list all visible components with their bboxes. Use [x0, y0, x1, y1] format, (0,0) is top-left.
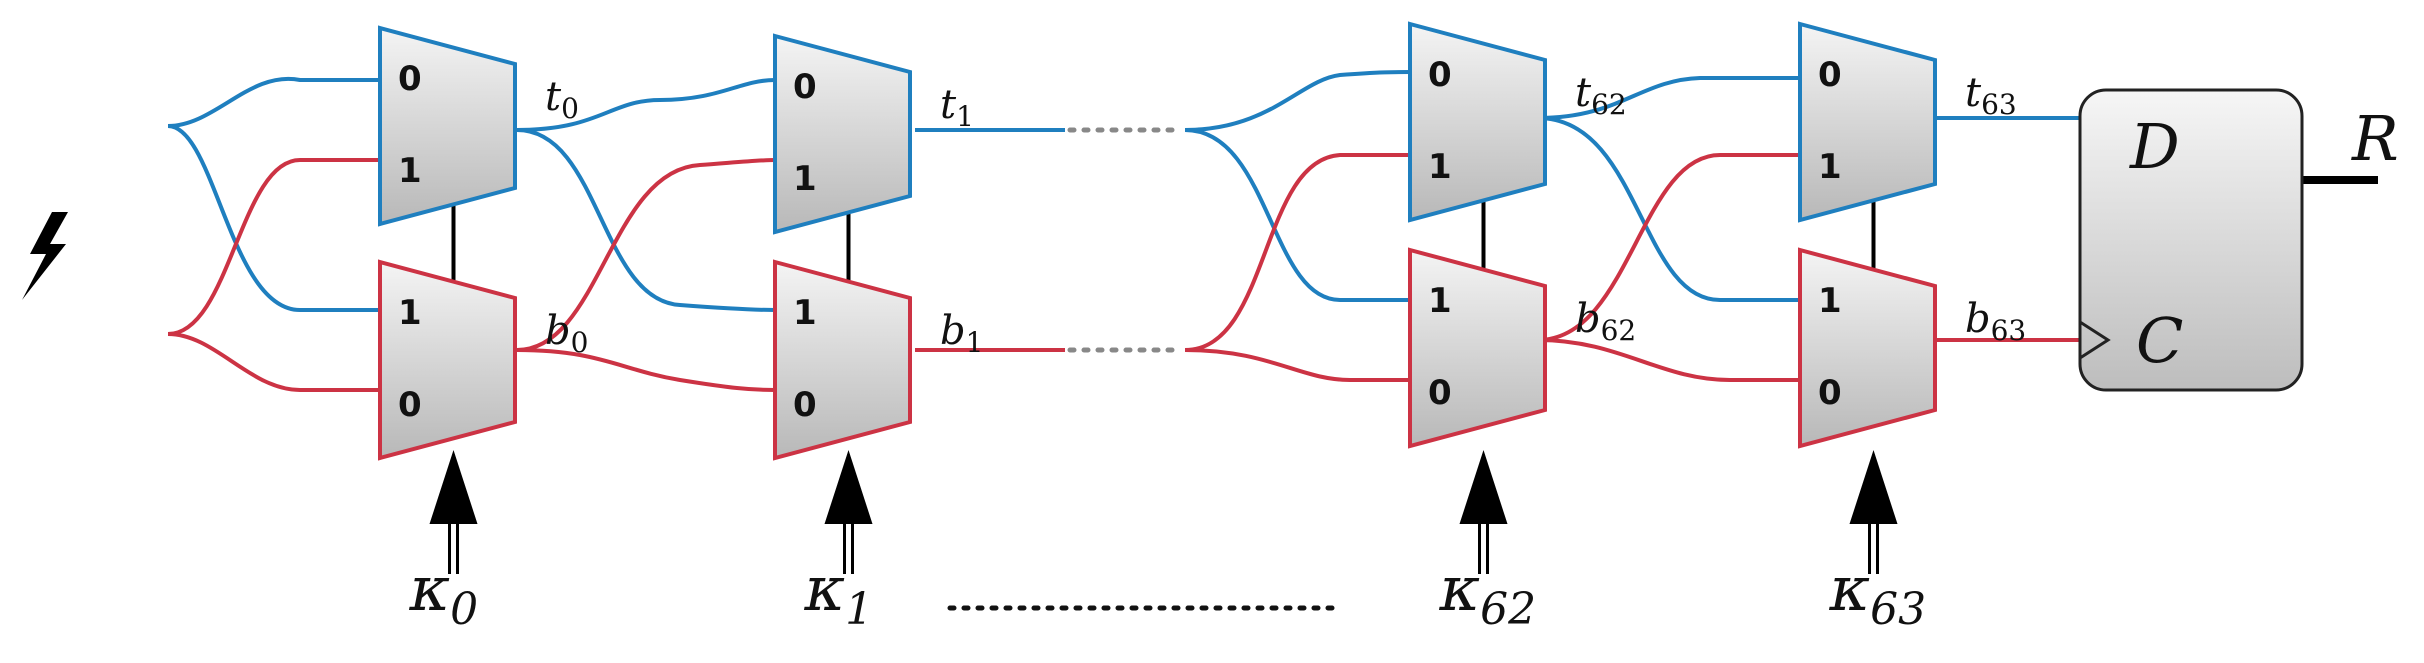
bottom-output-label-subscript: 0	[571, 326, 589, 359]
mux-input-label-lower: 1	[398, 151, 422, 191]
top-output-label: t1	[940, 82, 974, 133]
challenge-label-subscript: 1	[845, 584, 873, 635]
challenge-label-symbol: κ	[1439, 552, 1481, 625]
challenge-label: κ63	[1829, 552, 1927, 635]
challenge-arrow-icon	[1849, 450, 1898, 524]
top-output-label-symbol: t	[545, 74, 562, 120]
challenge-label-symbol: κ	[409, 552, 451, 625]
challenge-arrow-icon	[1459, 450, 1508, 524]
challenge-arrow-icon	[429, 450, 478, 524]
bottom-output-label-symbol: b	[545, 308, 571, 354]
bottom-output-label: b63	[1965, 296, 2026, 347]
challenge-label: κ62	[1439, 552, 1537, 635]
mux-input-label-upper: 0	[1818, 55, 1842, 95]
input-wire-top-cross	[167, 124, 380, 312]
challenge-arrow-icon	[824, 450, 873, 524]
bottom-output-label-symbol: b	[940, 308, 966, 354]
wire-in62-cross	[1184, 128, 1410, 302]
wire-in62-bottom	[1184, 348, 1410, 382]
top-output-label: t63	[1965, 70, 2017, 121]
top-output-label-subscript: 0	[561, 92, 579, 125]
top-output-label-subscript: 62	[1591, 88, 1627, 121]
bottom-mux: 10	[1798, 247, 1937, 449]
top-output-label: t62	[1575, 70, 1627, 121]
input-wire-bottom-cross	[167, 158, 380, 336]
challenge-label: κ1	[804, 552, 874, 635]
top-output-label: t0	[545, 74, 579, 125]
bottom-mux: 10	[773, 259, 912, 461]
clock-triangle-icon	[2078, 319, 2111, 361]
challenge-label-symbol: κ	[1829, 552, 1871, 625]
wire-in62-cross-red	[1184, 153, 1410, 352]
challenge-label-subscript: 62	[1480, 584, 1536, 635]
ff-data-label: D	[2129, 110, 2180, 183]
challenge-label-subscript: 0	[450, 584, 478, 635]
wire-b62-cross	[1537, 153, 1800, 342]
top-mux: 01	[1408, 21, 1547, 223]
wire-b0-cross	[516, 158, 776, 352]
top-output-label-subscript: 1	[956, 100, 974, 133]
top-mux: 01	[773, 33, 912, 235]
bottom-output-label-symbol: b	[1575, 296, 1601, 342]
bottom-output-label-subscript: 63	[1991, 314, 2027, 347]
bottom-output-label: b62	[1575, 296, 1636, 347]
wire-t0-top	[516, 78, 776, 132]
challenge-label-symbol: κ	[804, 552, 846, 625]
wire-t62-top	[1537, 76, 1800, 120]
input-wire-bottom	[167, 332, 380, 392]
mux-input-label-upper: 1	[1428, 281, 1452, 321]
mux-input-label-lower: 0	[398, 385, 422, 425]
ff-clock-label: C	[2136, 304, 2183, 377]
mux-input-label-lower: 1	[793, 159, 817, 199]
mux-input-label-lower: 1	[1428, 147, 1452, 187]
top-output-label-subscript: 63	[1981, 88, 2017, 121]
bottom-output-label-symbol: b	[1965, 296, 1991, 342]
bottom-output-label: b1	[940, 308, 983, 359]
wire-b62-bottom	[1537, 338, 1800, 382]
input-wire-top	[167, 76, 380, 128]
mux-input-label-lower: 0	[1428, 373, 1452, 413]
mux-input-label-upper: 1	[1818, 281, 1842, 321]
mux-input-label-lower: 1	[1818, 147, 1842, 187]
bottom-output-label-subscript: 62	[1601, 314, 1637, 347]
wire-b0-bottom	[516, 348, 776, 392]
bottom-output-label-subscript: 1	[966, 326, 984, 359]
challenge-label-subscript: 63	[1870, 584, 1926, 635]
wire-t0-cross	[516, 128, 776, 312]
mux-input-label-lower: 0	[793, 385, 817, 425]
output-label-r: R	[2351, 102, 2399, 175]
mux-input-label-upper: 1	[793, 293, 817, 333]
bottom-mux: 10	[378, 259, 517, 461]
challenge-label: κ0	[409, 552, 479, 635]
top-mux: 01	[378, 25, 517, 227]
mux-input-label-upper: 0	[793, 67, 817, 107]
bottom-mux: 10	[1408, 247, 1547, 449]
mux-input-label-upper: 0	[1428, 55, 1452, 95]
mux-input-label-upper: 1	[398, 293, 422, 333]
wire-in62-top	[1184, 70, 1411, 132]
mux-input-label-upper: 0	[398, 59, 422, 99]
wiring	[167, 70, 2378, 392]
wire-t62-cross	[1537, 116, 1800, 302]
top-output-label-symbol: t	[1965, 70, 1982, 116]
top-mux: 01	[1798, 21, 1937, 223]
mux-input-label-lower: 0	[1818, 373, 1842, 413]
top-output-label-symbol: t	[1575, 70, 1592, 116]
lightning-bolt-icon	[22, 212, 68, 300]
bottom-output-label: b0	[545, 308, 588, 359]
arbiter-flip-flop: D C	[2078, 88, 2304, 392]
top-output-label-symbol: t	[940, 82, 957, 128]
